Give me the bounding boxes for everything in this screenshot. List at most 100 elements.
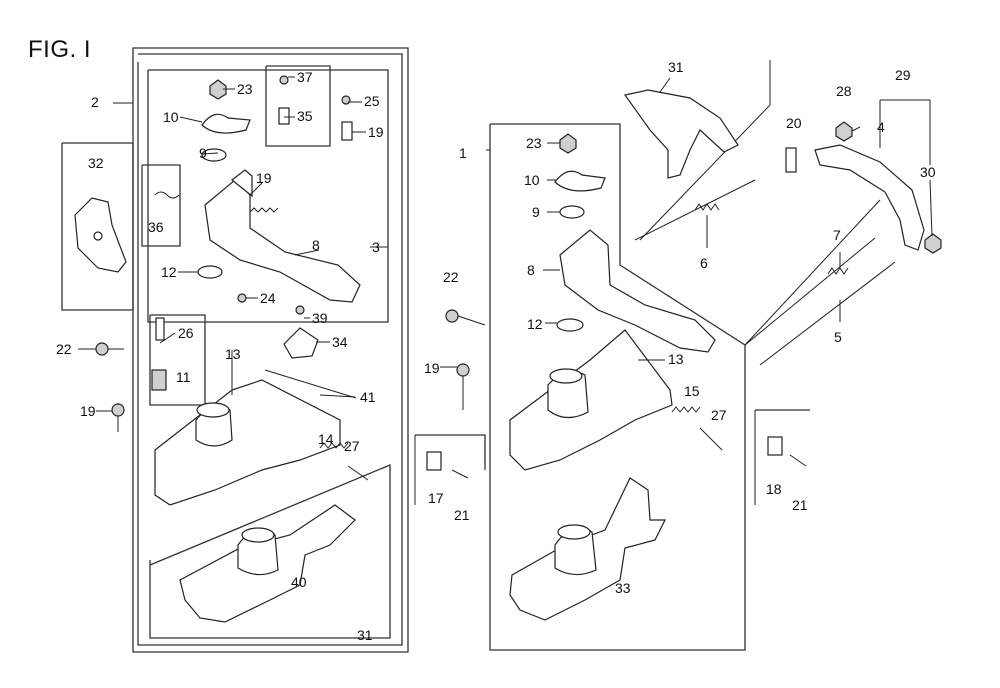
frame-outline-inner bbox=[137, 53, 403, 646]
washer-12-drawing bbox=[556, 318, 584, 332]
callout-19-left: 19 bbox=[80, 403, 96, 419]
spring-17-drawing bbox=[341, 121, 353, 141]
sleeve-18-drawing bbox=[767, 436, 783, 456]
callout-27-right: 27 bbox=[711, 407, 727, 423]
callout-35: 34 bbox=[332, 334, 348, 350]
callout-39: 39 bbox=[312, 310, 328, 326]
callout-12-right: 12 bbox=[527, 316, 543, 332]
callout-15-right: 15 bbox=[684, 383, 700, 399]
callout-18-left: 17 bbox=[428, 490, 444, 506]
callout-9-left: 9 bbox=[199, 145, 207, 161]
nut-28-drawing bbox=[835, 121, 853, 142]
frame-part-33 bbox=[61, 142, 134, 311]
callout-29: 29 bbox=[895, 67, 911, 83]
callout-7: 7 bbox=[833, 227, 841, 243]
nut-23-drawing bbox=[209, 79, 227, 100]
callout-23-left: 23 bbox=[237, 81, 253, 97]
spring-15-drawing bbox=[319, 442, 349, 449]
callout-10-right: 10 bbox=[524, 172, 540, 188]
mount-top bbox=[557, 524, 591, 540]
callout-26: 26 bbox=[178, 325, 194, 341]
control-lever-8-drawing bbox=[559, 229, 716, 353]
screw-38-drawing bbox=[279, 75, 289, 85]
mount-10-drawing bbox=[201, 113, 251, 134]
bolt-19-drawing bbox=[456, 363, 470, 377]
spring-16-drawing bbox=[249, 207, 279, 213]
callout-2: 2 bbox=[91, 94, 99, 110]
callout-19-right: 19 bbox=[424, 360, 440, 376]
rod-41-drawing bbox=[264, 369, 357, 399]
mount-top bbox=[241, 527, 275, 543]
lever-4-drawing bbox=[814, 144, 925, 251]
frame-part-38-36 bbox=[265, 65, 331, 147]
callout-31: 31 bbox=[357, 627, 373, 643]
callout-27-left: 27 bbox=[344, 438, 360, 454]
base-plate-13-drawing bbox=[509, 329, 673, 471]
pin-20-drawing bbox=[785, 147, 797, 173]
bolt-26-drawing bbox=[155, 317, 165, 341]
rod-7-drawing bbox=[744, 237, 876, 346]
bolt-27-drawing bbox=[347, 465, 369, 481]
callout-21-right: 21 bbox=[792, 497, 808, 513]
callout-24: 24 bbox=[260, 290, 276, 306]
callout-8-left: 8 bbox=[312, 237, 320, 253]
washer-12-drawing bbox=[197, 265, 223, 279]
frame-divider-32 bbox=[639, 104, 771, 241]
callout-21-left: 21 bbox=[454, 507, 470, 523]
frame-assembly-31 bbox=[149, 464, 391, 639]
nut-24-drawing bbox=[237, 293, 247, 303]
frame-assembly-2 bbox=[132, 47, 409, 653]
callout-3: 3 bbox=[372, 239, 380, 255]
callout-4: 4 bbox=[877, 119, 885, 135]
callout-37: 36 bbox=[148, 219, 164, 235]
clip-37-drawing bbox=[154, 191, 180, 199]
bolt-39-drawing bbox=[295, 305, 305, 315]
part-11-drawing bbox=[151, 369, 167, 391]
callout-17: 19 bbox=[368, 124, 384, 140]
control-lever-8-drawing bbox=[204, 179, 361, 303]
bolt-shaft bbox=[457, 315, 486, 326]
leader-lines bbox=[78, 76, 933, 412]
mount-top bbox=[196, 402, 230, 418]
frame-assembly-3 bbox=[147, 69, 389, 323]
callout-22-right: 22 bbox=[443, 269, 459, 285]
callout-38: 37 bbox=[297, 69, 313, 85]
frame-part-37 bbox=[141, 164, 181, 247]
callout-33: 32 bbox=[88, 155, 104, 171]
bolt-22-drawing bbox=[445, 309, 459, 323]
bolt-25-drawing bbox=[341, 95, 351, 105]
callout-41: 41 bbox=[360, 389, 376, 405]
callout-22-left: 22 bbox=[56, 341, 72, 357]
spring-7-drawing bbox=[827, 267, 849, 275]
callout-10-left: 10 bbox=[163, 109, 179, 125]
callout-9-right: 9 bbox=[532, 204, 540, 220]
mount-top bbox=[549, 368, 583, 384]
callout-16: 19 bbox=[256, 170, 272, 186]
callout-6: 6 bbox=[700, 255, 708, 271]
callout-30: 30 bbox=[920, 164, 936, 180]
hole bbox=[93, 231, 103, 241]
frame-divider-29 bbox=[744, 199, 881, 346]
callout-15-left: 14 bbox=[318, 431, 334, 447]
callout-8-right: 8 bbox=[527, 262, 535, 278]
bolt-22-drawing bbox=[95, 342, 109, 356]
bolt-19-drawing bbox=[111, 403, 125, 417]
nut-30-drawing bbox=[924, 233, 942, 254]
callout-12-left: 12 bbox=[161, 264, 177, 280]
base-plate-14-drawing bbox=[154, 379, 341, 506]
callout-18-right: 18 bbox=[766, 481, 782, 497]
callout-40: 40 bbox=[291, 574, 307, 590]
callout-34: 33 bbox=[615, 580, 631, 596]
bolt-21-drawing bbox=[789, 454, 807, 467]
callout-36: 35 bbox=[297, 108, 313, 124]
rod-5-drawing bbox=[759, 261, 896, 366]
callout-28: 28 bbox=[836, 83, 852, 99]
washer-9-drawing bbox=[201, 148, 227, 162]
washer-9-drawing bbox=[559, 205, 585, 219]
lever-32-drawing bbox=[623, 89, 739, 179]
callout-13: 13 bbox=[668, 351, 684, 367]
mount-10-drawing bbox=[554, 170, 606, 192]
spring-6-drawing bbox=[694, 203, 720, 211]
